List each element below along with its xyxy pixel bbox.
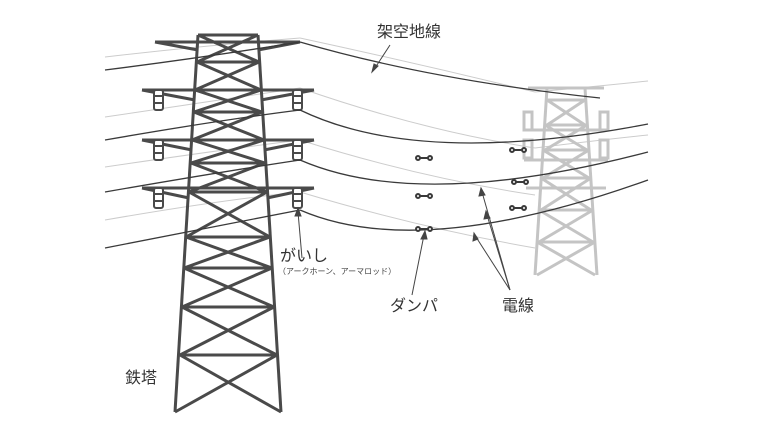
leader-lines [294,44,511,296]
label-conductor: 電線 [502,296,535,315]
conductor-3 [299,179,649,231]
label-tower: 鉄塔 [125,368,158,387]
damper-3a [415,226,433,232]
wires [104,41,649,249]
leader-damper [411,229,428,296]
insulators [153,89,303,209]
leader-ground-wire [371,44,391,74]
leader-insulator [294,206,303,259]
leader-conductor-2 [483,209,511,291]
conductor-1 [299,109,649,144]
dampers [415,147,529,232]
insulator-left-2 [153,139,164,161]
conductor-left-1 [104,109,301,141]
leader-conductor-3 [472,231,511,291]
conductor-left-2 [104,159,301,193]
insulator-right-3 [292,187,303,209]
conductor-left-3 [104,209,301,249]
damper-1a [415,155,433,161]
main-tower [141,33,315,414]
ground-wire-left [104,41,301,71]
damper-2a [415,193,433,199]
insulator-right-1 [292,89,303,111]
insulator-right-2 [292,139,303,161]
label-ground-wire: 架空地線 [377,22,442,41]
far-tower [522,86,610,277]
insulator-left-3 [153,187,164,209]
damper-1b [509,147,527,153]
label-damper: ダンパ [390,296,439,315]
damper-3b [509,205,527,211]
damper-2b [511,179,529,185]
ground-wire [299,41,601,99]
label-insulator: がいし [280,246,329,265]
conductor-2 [299,151,649,185]
insulator-left-1 [153,89,164,111]
label-insulator-note: （アークホーン、アーマロッド） [278,267,397,276]
